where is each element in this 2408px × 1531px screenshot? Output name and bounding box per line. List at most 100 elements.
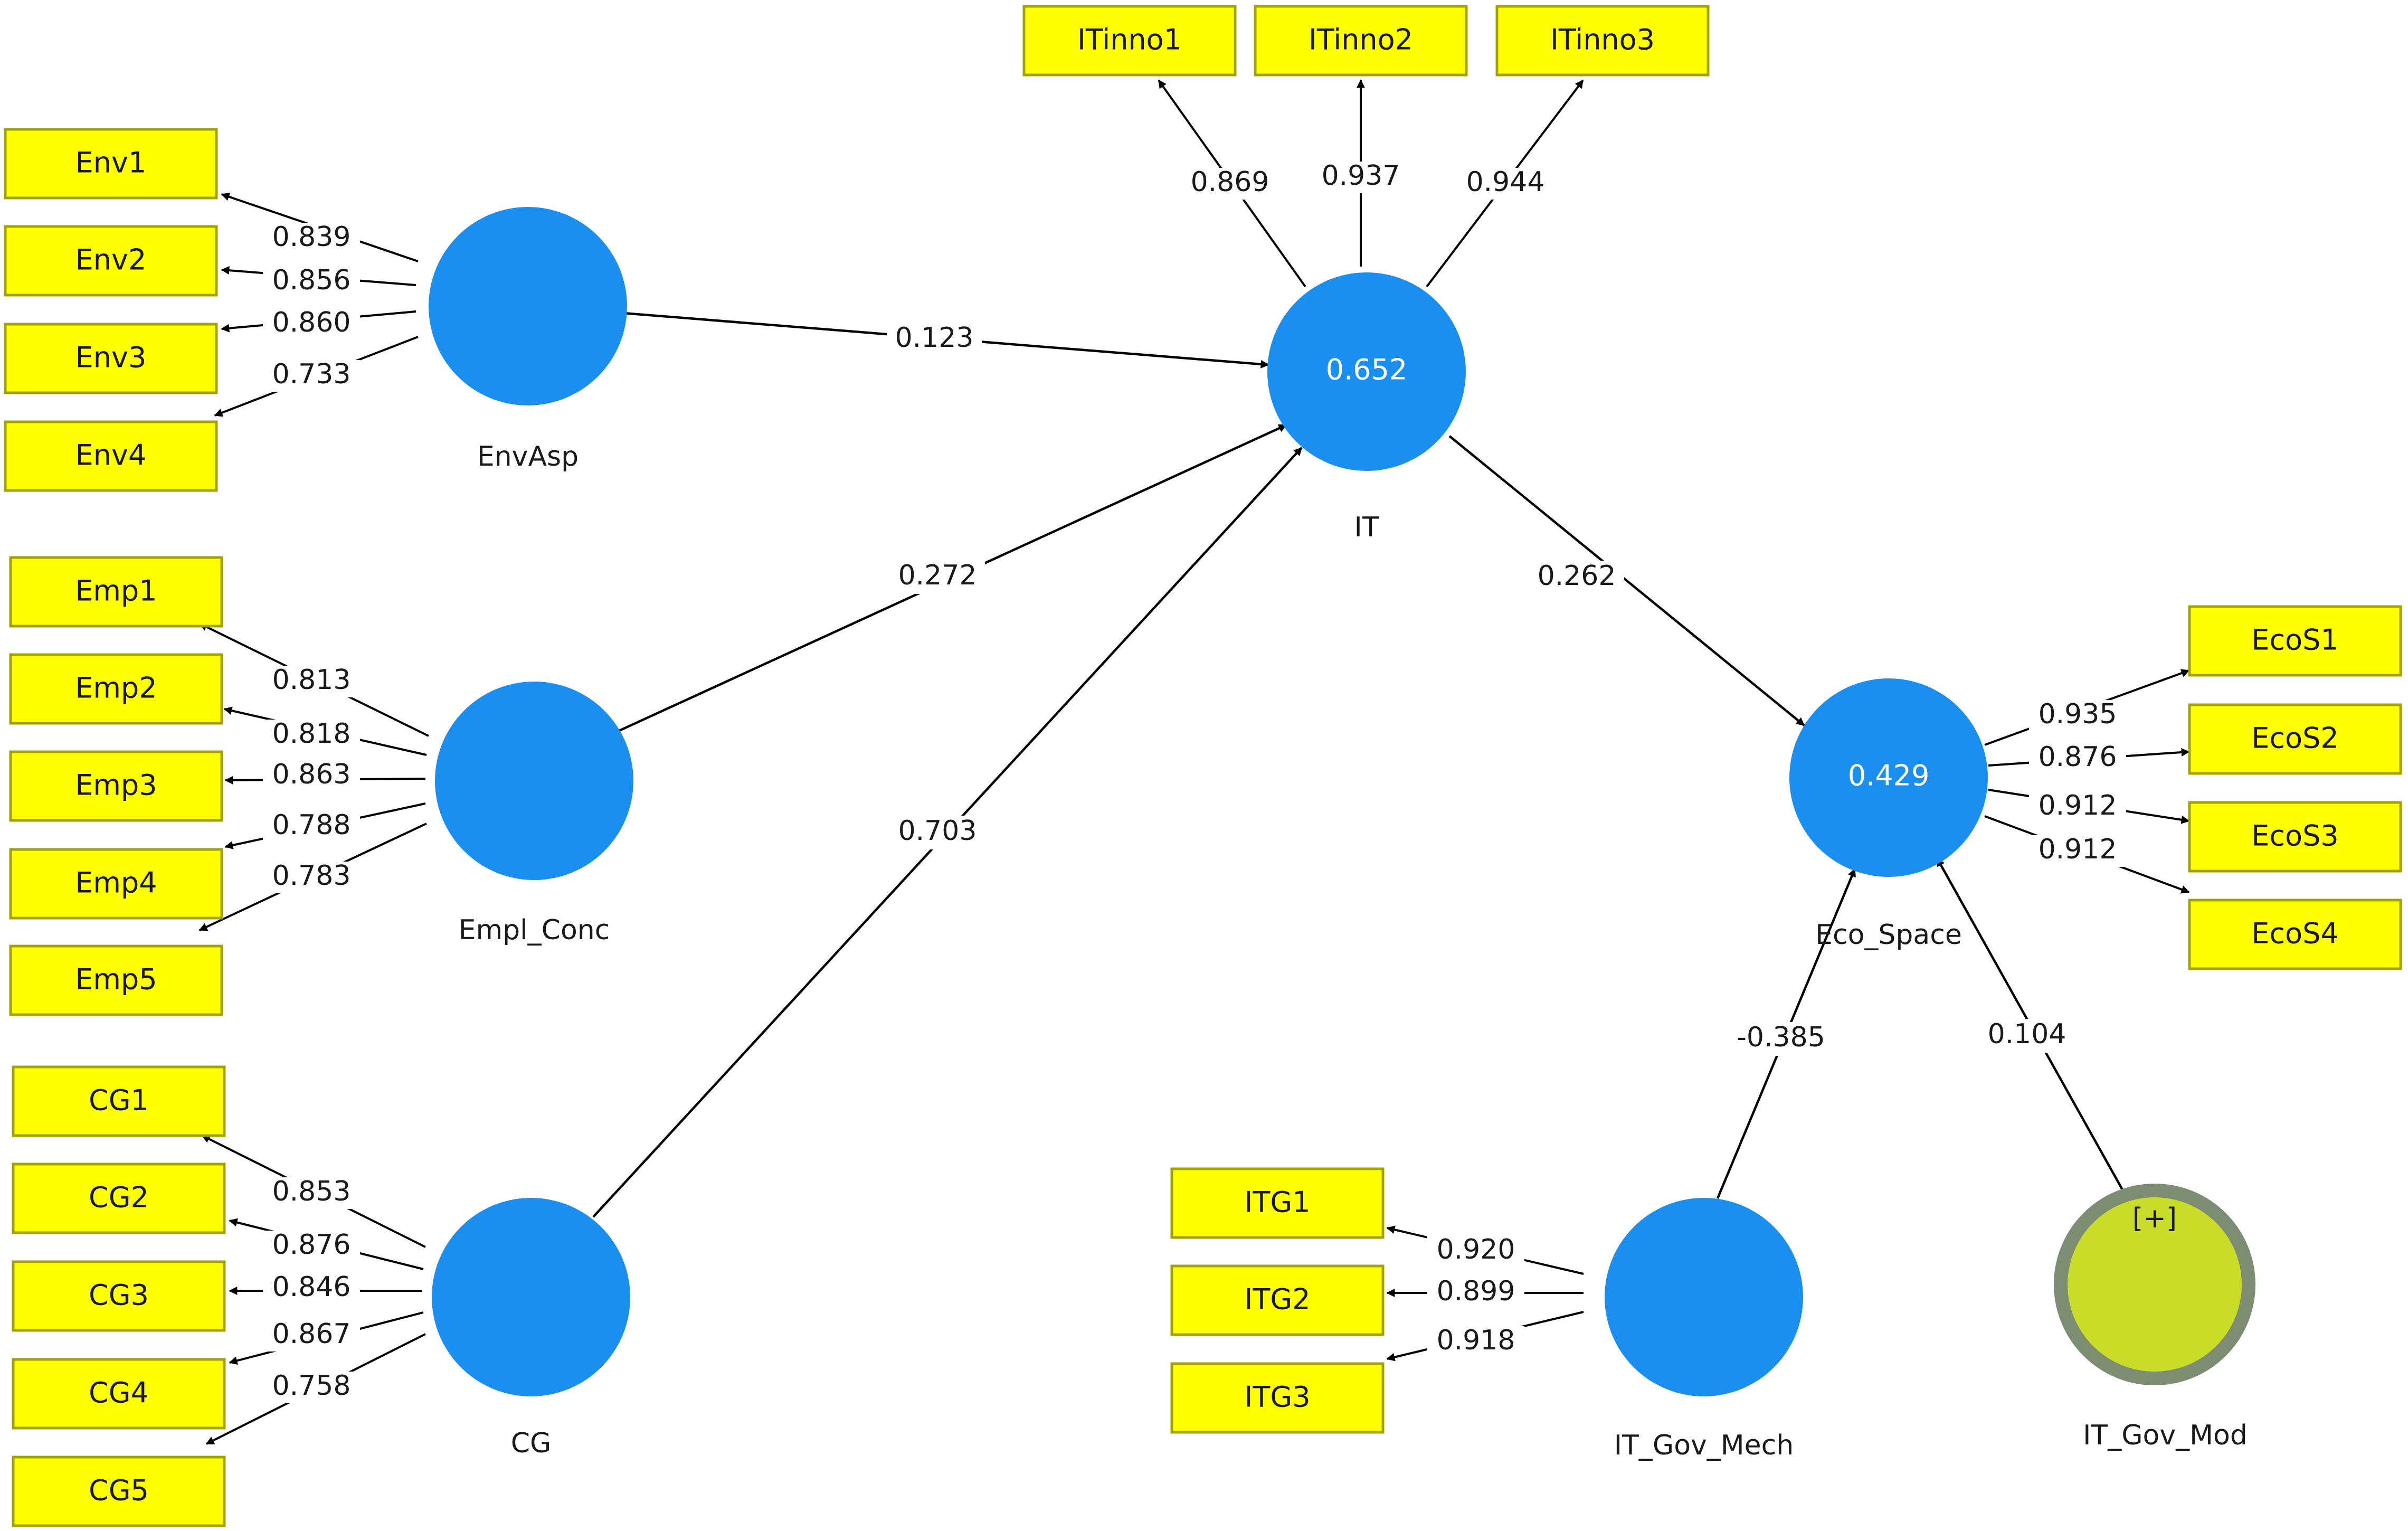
indicator-box[interactable] xyxy=(9,944,223,1016)
indicator-itg1[interactable]: ITG1 xyxy=(1170,1167,1385,1239)
indicator-box[interactable] xyxy=(1170,1362,1385,1434)
indicator-label: Emp5 xyxy=(75,963,157,996)
loading-env3: 0.860 xyxy=(272,307,351,338)
indicator-label: CG1 xyxy=(89,1084,149,1117)
construct-circle[interactable] xyxy=(435,682,633,880)
indicator-box[interactable] xyxy=(9,556,223,628)
indicator-box[interactable] xyxy=(9,848,223,920)
indicator-box[interactable] xyxy=(1254,5,1468,77)
construct-label-empl-conc: Empl_Conc xyxy=(459,914,610,946)
indicator-emp2[interactable]: Emp2 xyxy=(9,653,223,725)
loading-label-bg xyxy=(263,1231,360,1262)
loading-label-bg xyxy=(1457,168,1554,200)
indicator-box[interactable] xyxy=(4,225,218,297)
indicator-box[interactable] xyxy=(12,1456,226,1527)
construct-circle[interactable] xyxy=(429,207,627,405)
loading-itg1: 0.920 xyxy=(1437,1234,1515,1265)
indicator-itinno1[interactable]: ITinno1 xyxy=(1022,5,1237,77)
construct-circle[interactable] xyxy=(1605,1198,1803,1396)
construct-label-envasp: EnvAsp xyxy=(477,441,579,472)
indicator-box[interactable] xyxy=(12,1260,226,1332)
loading-label-bg xyxy=(1312,162,1409,193)
loading-ecos3: 0.912 xyxy=(2039,790,2117,821)
loading-env1: 0.839 xyxy=(272,221,351,253)
indicator-itg3[interactable]: ITG3 xyxy=(1170,1362,1385,1434)
loading-itg2: 0.899 xyxy=(1437,1275,1515,1307)
construct-circle[interactable] xyxy=(1789,678,1988,877)
indicator-env1[interactable]: Env1 xyxy=(4,128,218,200)
indicator-box[interactable] xyxy=(12,1358,226,1430)
indicator-ecos3[interactable]: EcoS3 xyxy=(2188,801,2402,873)
indicator-ecos1[interactable]: EcoS1 xyxy=(2188,605,2402,677)
construct-envasp[interactable] xyxy=(429,207,627,405)
construct-it-gov-mech[interactable] xyxy=(1605,1198,1803,1396)
indicator-cg3[interactable]: CG3 xyxy=(12,1260,226,1332)
indicator-cg4[interactable]: CG4 xyxy=(12,1358,226,1430)
indicator-box[interactable] xyxy=(12,1163,226,1234)
indicator-cg1[interactable]: CG1 xyxy=(12,1065,226,1137)
loading-cg4: 0.867 xyxy=(272,1318,351,1350)
indicator-box[interactable] xyxy=(4,128,218,200)
construct-it-gov-mod[interactable]: [+] xyxy=(2054,1184,2255,1385)
indicator-box[interactable] xyxy=(1170,1167,1385,1239)
path-coef-bg xyxy=(1725,1022,1837,1056)
construct-eco-space[interactable]: 0.429 xyxy=(1789,678,1988,877)
indicator-label: Emp1 xyxy=(75,574,157,608)
indicator-emp3[interactable]: Emp3 xyxy=(9,750,223,822)
indicator-box[interactable] xyxy=(1495,5,1710,77)
indicator-cg5[interactable]: CG5 xyxy=(12,1456,226,1527)
indicator-emp1[interactable]: Emp1 xyxy=(9,556,223,628)
indicator-env3[interactable]: Env3 xyxy=(4,323,218,394)
indicator-label: Env1 xyxy=(75,146,147,179)
loading-cg3: 0.846 xyxy=(272,1271,351,1303)
loading-ecos2: 0.876 xyxy=(2039,741,2117,773)
indicator-box[interactable] xyxy=(2188,605,2402,677)
loading-label-bg xyxy=(1427,1326,1524,1358)
loading-label-bg xyxy=(263,811,360,843)
indicator-label: CG5 xyxy=(89,1474,149,1507)
indicator-box[interactable] xyxy=(1022,5,1237,77)
indicator-emp5[interactable]: Emp5 xyxy=(9,944,223,1016)
indicator-box[interactable] xyxy=(1170,1264,1385,1336)
indicator-itinno2[interactable]: ITinno2 xyxy=(1254,5,1468,77)
construct-it[interactable]: 0.652 xyxy=(1267,272,1466,471)
path-coef-it-gov-mech-to-eco-space: -0.385 xyxy=(1737,1022,1825,1053)
indicator-box[interactable] xyxy=(2188,703,2402,775)
loading-itg3: 0.918 xyxy=(1437,1325,1515,1356)
indicator-ecos2[interactable]: EcoS2 xyxy=(2188,703,2402,775)
indicator-label: ITinno2 xyxy=(1309,23,1413,56)
loading-emp1: 0.813 xyxy=(272,664,351,696)
indicator-box[interactable] xyxy=(12,1065,226,1137)
indicator-box[interactable] xyxy=(9,653,223,725)
loading-label-bg xyxy=(263,266,360,298)
loading-label-bg xyxy=(263,760,360,792)
construct-r-squared: 0.652 xyxy=(1326,353,1408,386)
indicator-box[interactable] xyxy=(9,750,223,822)
indicator-label: CG2 xyxy=(89,1181,149,1214)
indicator-env2[interactable]: Env2 xyxy=(4,225,218,297)
construct-cg[interactable] xyxy=(432,1198,630,1396)
moderator-circle[interactable] xyxy=(2054,1184,2255,1385)
loading-label-bg xyxy=(1181,168,1278,200)
indicator-box[interactable] xyxy=(2188,801,2402,873)
construct-circle[interactable] xyxy=(1267,272,1466,471)
indicator-itinno3[interactable]: ITinno3 xyxy=(1495,5,1710,77)
indicator-label: ITG2 xyxy=(1244,1283,1310,1316)
path-coef-bg xyxy=(1529,561,1624,594)
indicator-cg2[interactable]: CG2 xyxy=(12,1163,226,1234)
loading-label-bg xyxy=(263,1177,360,1209)
loading-env4: 0.733 xyxy=(272,358,351,390)
indicator-box[interactable] xyxy=(2188,899,2402,970)
indicator-box[interactable] xyxy=(4,420,218,492)
construct-circle[interactable] xyxy=(432,1198,630,1396)
indicator-label: EcoS1 xyxy=(2251,623,2338,657)
construct-empl-conc[interactable] xyxy=(435,682,633,880)
moderator-expand-icon[interactable]: [+] xyxy=(2132,1203,2177,1234)
indicator-env4[interactable]: Env4 xyxy=(4,420,218,492)
loading-env2: 0.856 xyxy=(272,264,351,296)
indicator-ecos4[interactable]: EcoS4 xyxy=(2188,899,2402,970)
indicator-box[interactable] xyxy=(4,323,218,394)
indicator-label: CG4 xyxy=(89,1376,149,1410)
indicator-emp4[interactable]: Emp4 xyxy=(9,848,223,920)
indicator-itg2[interactable]: ITG2 xyxy=(1170,1264,1385,1336)
